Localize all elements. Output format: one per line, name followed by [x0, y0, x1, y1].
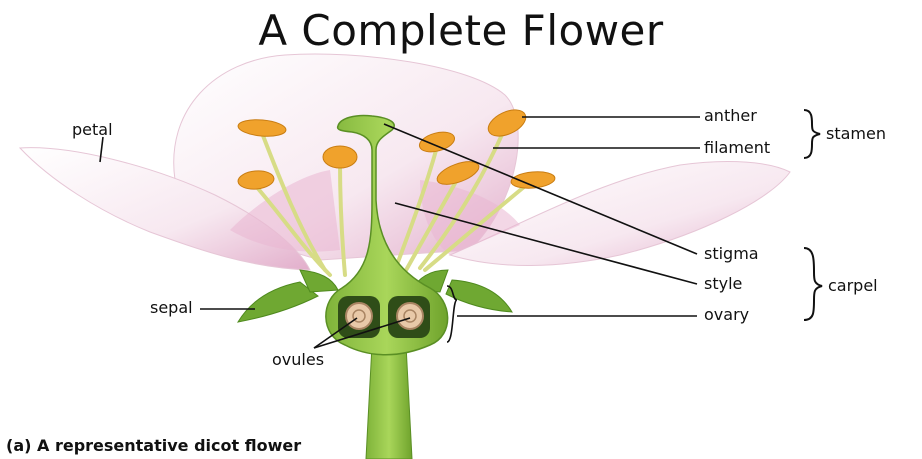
- label-ovules: ovules: [272, 350, 324, 369]
- label-anther: anther: [704, 106, 757, 125]
- label-ovary: ovary: [704, 305, 749, 324]
- stem: [366, 345, 412, 459]
- label-stigma: stigma: [704, 244, 759, 263]
- ovule-left: [346, 303, 372, 329]
- label-sepal: sepal: [150, 298, 193, 317]
- figure-caption: (a) A representative dicot flower: [6, 436, 301, 455]
- stamen-brace: [804, 110, 820, 158]
- carpel-brace: [804, 248, 822, 320]
- label-stamen: stamen: [826, 124, 886, 143]
- ovule-right: [397, 303, 423, 329]
- label-filament: filament: [704, 138, 770, 157]
- label-petal: petal: [72, 120, 113, 139]
- braces: [804, 110, 822, 320]
- label-style: style: [704, 274, 742, 293]
- label-carpel: carpel: [828, 276, 878, 295]
